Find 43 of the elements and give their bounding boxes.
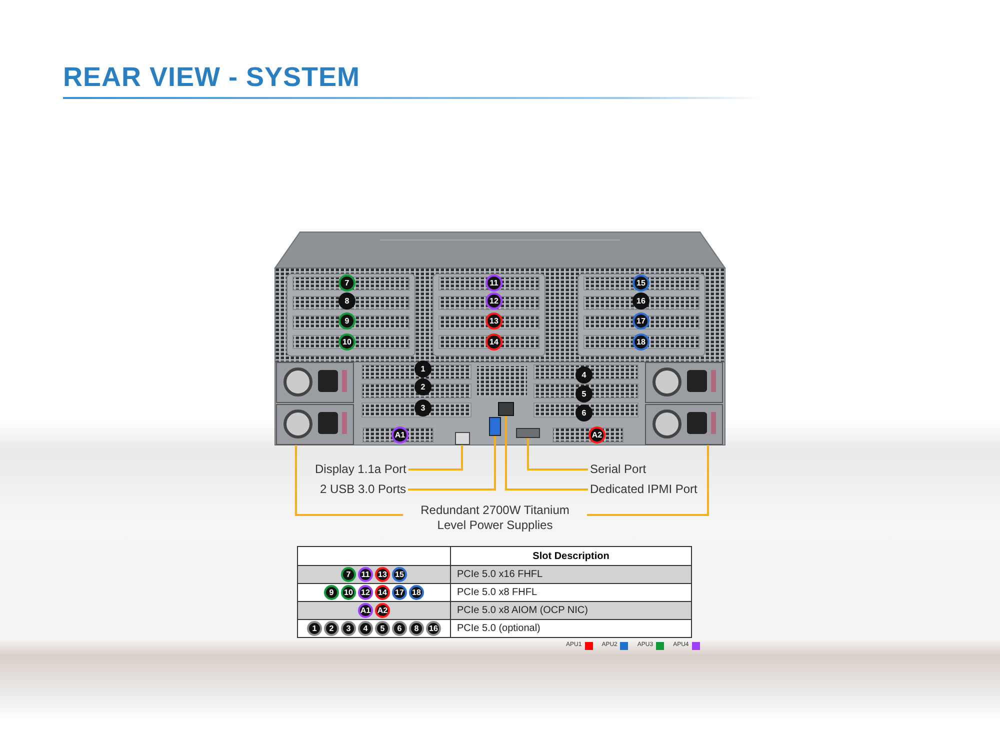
callout-number: 11 [358,567,373,582]
table-cell: PCIe 5.0 x8 FHFL [450,583,692,602]
leader-line [587,445,709,516]
callout-label: Dedicated IPMI Port [590,482,698,497]
callout-number: 1 [307,621,322,636]
callout-number: 9 [324,585,339,600]
callout-number: 2 [324,621,339,636]
callout-number: 7 [341,567,356,582]
leader-line [408,436,496,490]
leader-line [527,438,588,470]
power-supply-pair [276,362,354,445]
serial-port [516,428,540,438]
lan-port [498,402,514,416]
callout-label: Redundant 2700W Titanium Level Power Supplies [405,503,585,533]
table-cell: PCIe 5.0 x16 FHFL [450,565,692,584]
callout-label: 2 USB 3.0 Ports [320,482,406,497]
display-port [455,432,470,445]
leader-line [505,416,588,490]
callout-number: 17 [392,585,407,600]
table-cell: PCIe 5.0 x8 AIOM (OCP NIC) [450,601,692,620]
callout-number: 16 [426,621,441,636]
leader-line [295,445,403,516]
table-cell: PCIe 5.0 (optional) [450,619,692,638]
page-title: REAR VIEW - SYSTEM [63,62,360,93]
callout-number: 12 [358,585,373,600]
callout-number: 5 [375,621,390,636]
callout-label: Display 1.1a Port [315,462,406,477]
callout-number: 3 [341,621,356,636]
callout-number: 4 [358,621,373,636]
power-supply-pair [645,362,723,445]
column-header: Slot Description [450,546,692,566]
callout-number: 13 [375,567,390,582]
usb-port [489,417,501,436]
callout-number: 15 [392,567,407,582]
callout-number: 14 [375,585,390,600]
callout-number: 10 [341,585,356,600]
callout-number: 6 [392,621,407,636]
callout-label: Serial Port [590,462,646,477]
callout-number: A1 [358,603,373,618]
callout-number: 18 [409,585,424,600]
leader-line [408,445,463,470]
callout-number: 8 [409,621,424,636]
callout-number: A2 [375,603,390,618]
